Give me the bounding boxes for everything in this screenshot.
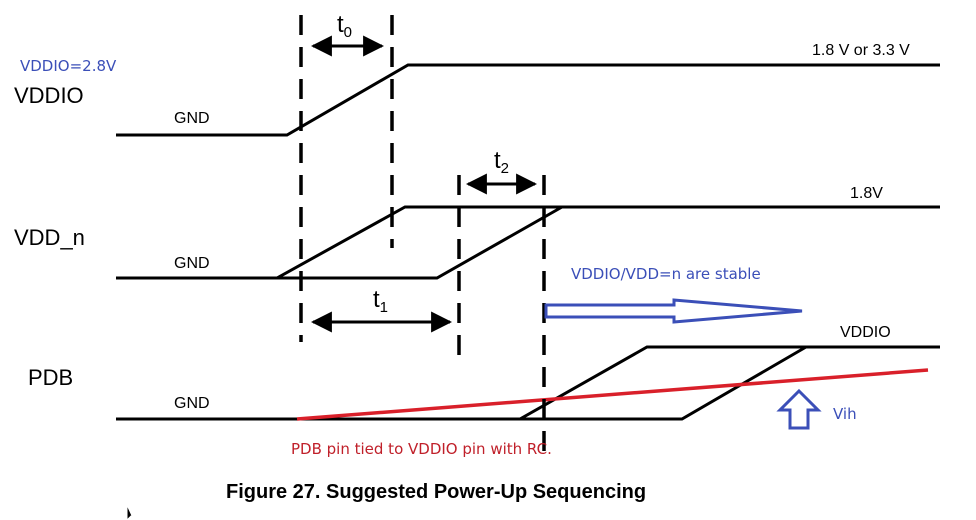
vih-up-arrow-icon (776, 388, 822, 430)
pdb-signal-label: PDB (28, 365, 73, 390)
vdd-n-high-label: 1.8V (850, 185, 883, 202)
vddio-high-label: 1.8 V or 3.3 V (812, 42, 910, 59)
pdb-rc-ramp (296, 368, 929, 421)
figure-caption: Figure 27. Suggested Power-Up Sequencing (226, 481, 646, 503)
t2-label: t2 (494, 147, 509, 177)
stable-arrow-icon (544, 298, 803, 324)
mouse-cursor-icon (126, 504, 135, 520)
vddio-low-label: GND (174, 110, 210, 127)
vih-label: Vih (833, 405, 857, 423)
pdb-low-label: GND (174, 395, 210, 412)
vdd-n-low-label: GND (174, 255, 210, 272)
vddio-signal-label: VDDIO (14, 83, 84, 108)
vdd-n-signal-label: VDD_n (14, 225, 85, 250)
t0-label: t0 (337, 11, 352, 41)
vdd-n-waveform-late (277, 205, 563, 280)
vdd-n-waveform-early (116, 205, 940, 280)
stable-note: VDDIO/VDD=n are stable (571, 265, 761, 283)
vddio-waveform (116, 63, 940, 137)
pdb-high-label: VDDIO (840, 324, 891, 341)
rc-note: PDB pin tied to VDDIO pin with RC. (291, 440, 552, 458)
vddio-voltage-note: VDDIO=2.8V (20, 57, 117, 75)
pdb-waveform-late (520, 345, 807, 421)
t1-label: t1 (373, 286, 388, 316)
